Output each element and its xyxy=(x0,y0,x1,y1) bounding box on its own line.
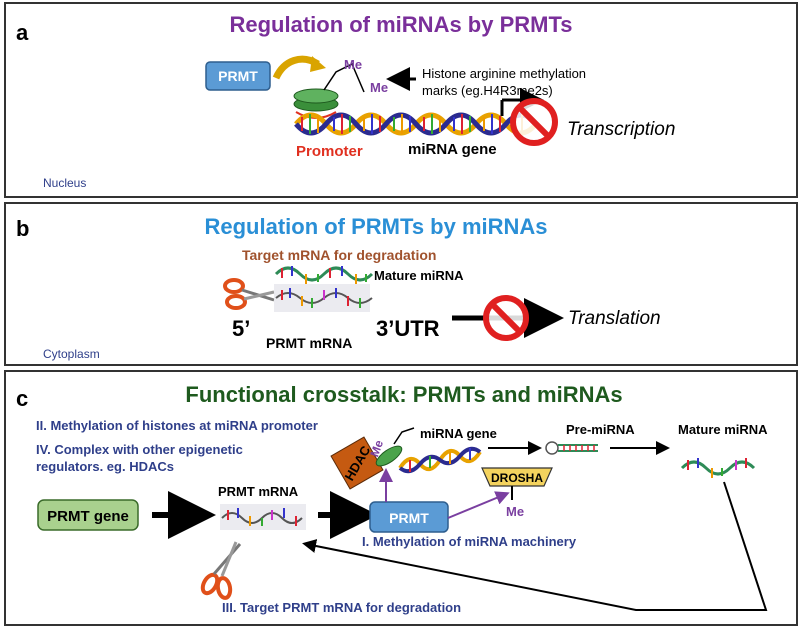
no-sign-icon xyxy=(483,295,529,341)
prmt-gene-box xyxy=(37,499,139,531)
no-sign-icon xyxy=(510,98,558,146)
me-label-2: Me xyxy=(506,504,524,519)
nucleosome-icon xyxy=(375,445,403,467)
cytoplasm-label: Cytoplasm xyxy=(43,347,100,361)
pre-mirna-hairpin-icon xyxy=(545,441,598,455)
target-degradation-label: Target mRNA for degradation xyxy=(242,247,436,263)
drosha-shape xyxy=(481,467,553,487)
panel-a-title: Regulation of miRNAs by PRMTs xyxy=(229,12,572,37)
panel-c-letter: c xyxy=(16,386,28,411)
prmt-box xyxy=(205,61,271,91)
histone-tail-icon xyxy=(323,62,365,93)
item-iv-line1: IV. Complex with other epigenetic xyxy=(36,442,243,457)
prmt-mrna-icon xyxy=(274,284,373,312)
prmt-mrna-icon xyxy=(220,504,306,530)
yellow-arrow-head-icon xyxy=(310,56,326,72)
panel-c-title: Functional crosstalk: PRMTs and miRNAs xyxy=(185,382,622,407)
panel-b-diagram: b Regulation of PRMTs by miRNAs Target m… xyxy=(16,214,661,361)
prmt-mrna-label: PRMT mRNA xyxy=(266,335,352,351)
me-label-1: Me xyxy=(344,57,362,72)
panel-a-letter: a xyxy=(16,20,29,45)
hdac-shape xyxy=(330,436,384,490)
pre-mirna-label: Pre-miRNA xyxy=(566,422,635,437)
mirna-gene-label: miRNA gene xyxy=(408,141,497,158)
item-i-label: I. Methylation of miRNA machinery xyxy=(362,534,577,549)
translation-label: Translation xyxy=(568,308,661,329)
item-ii-label: II. Methylation of histones at miRNA pro… xyxy=(36,418,318,433)
drosha-label: DROSHA xyxy=(491,471,543,485)
prmt-gene-label: PRMT gene xyxy=(47,508,129,525)
three-utr-label: 3’UTR xyxy=(376,316,440,341)
scissors-icon xyxy=(223,278,275,310)
histone-marks-line1: Histone arginine methylation xyxy=(422,66,586,81)
mature-mirna-label: Mature miRNA xyxy=(374,268,464,283)
prmt-label: PRMT xyxy=(218,68,258,84)
prmt-to-drosha-arrow xyxy=(447,491,510,519)
panel-a-diagram: a Regulation of miRNAs by PRMTs PRMT Me … xyxy=(16,12,675,190)
nucleus-label: Nucleus xyxy=(43,176,86,190)
item-iii-label: III. Target PRMT mRNA for degradation xyxy=(222,600,461,615)
panel-a: a Regulation of miRNAs by PRMTs PRMT Me … xyxy=(4,2,798,198)
item-iv-line2: regulators. eg. HDACs xyxy=(36,459,174,474)
mature-mirna-icon xyxy=(274,266,374,284)
panel-b-letter: b xyxy=(16,216,29,241)
promoter-label: Promoter xyxy=(296,143,363,160)
five-prime-label: 5’ xyxy=(232,316,250,341)
panel-c: c Functional crosstalk: PRMTs and miRNAs… xyxy=(4,370,798,626)
panel-c-diagram: c Functional crosstalk: PRMTs and miRNAs… xyxy=(16,382,768,615)
transcription-label: Transcription xyxy=(567,119,675,140)
feedback-degradation-arrow xyxy=(302,481,768,611)
me-label-2: Me xyxy=(370,80,388,95)
panel-b-title: Regulation of PRMTs by miRNAs xyxy=(204,214,547,239)
prmt-mrna-label: PRMT mRNA xyxy=(218,484,299,499)
scissors-icon xyxy=(200,541,242,600)
mature-mirna-label: Mature miRNA xyxy=(678,422,768,437)
mirna-gene-label: miRNA gene xyxy=(420,426,497,441)
panel-b: b Regulation of PRMTs by miRNAs Target m… xyxy=(4,202,798,366)
mature-mirna-icon xyxy=(680,458,756,478)
dna-helix-icon xyxy=(294,112,538,136)
dna-helix-icon xyxy=(398,446,482,474)
me-label-1: Me xyxy=(367,438,386,459)
histone-marks-line2: marks (eg.H4R3me2s) xyxy=(422,83,553,98)
prmt-label: PRMT xyxy=(389,510,429,526)
